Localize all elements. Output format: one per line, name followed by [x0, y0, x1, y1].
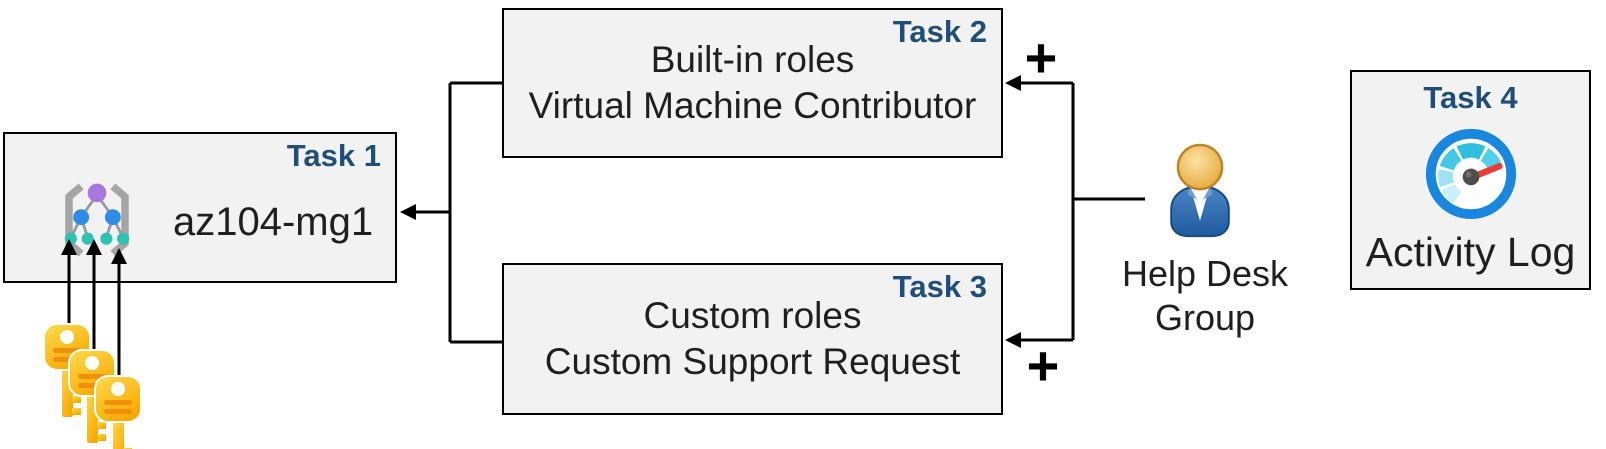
- task2-line2: Virtual Machine Contributor: [528, 85, 977, 126]
- gauge-hub-highlight: [1465, 171, 1471, 178]
- actor-label-line2: Group: [1154, 297, 1256, 338]
- actor-label-line1: Help Desk: [1121, 253, 1289, 294]
- person-head: [1176, 143, 1224, 191]
- gauge-hub: [1462, 168, 1479, 186]
- task3-box: Task 3 Custom roles Custom Support Reque…: [502, 263, 1003, 415]
- task4-box: Task 4 Activity Log: [1350, 70, 1591, 290]
- management-group-name: az104-mg1: [173, 200, 374, 244]
- person-lapel-right: [1202, 187, 1213, 200]
- person-lapel-left: [1187, 187, 1198, 200]
- plus-icon-task3: +: [1026, 334, 1060, 397]
- task2-box: Task 2 Built-in roles Virtual Machine Co…: [502, 8, 1003, 158]
- task3-line1: Custom roles: [643, 295, 862, 336]
- arrowhead-roles-to-mg: [400, 204, 416, 220]
- mg-leaf-node: [100, 232, 113, 245]
- task3-label: Task 3: [892, 269, 987, 304]
- mg-child-node: [73, 209, 90, 226]
- task4-label: Task 4: [1423, 80, 1518, 115]
- task3-text: Custom roles Custom Support Request: [504, 265, 1001, 413]
- task2-text: Built-in roles Virtual Machine Contribut…: [504, 10, 1001, 156]
- management-group-icon: [64, 183, 130, 257]
- plus-icon-task2: +: [1024, 26, 1058, 89]
- task1-label: Task 1: [286, 138, 381, 173]
- activity-log-title: Activity Log: [1365, 229, 1576, 275]
- mg-child-node: [104, 209, 121, 226]
- task1-box: Task 1 az104-mg1: [3, 132, 397, 283]
- mg-leaf-node: [64, 232, 77, 245]
- task2-line1: Built-in roles: [650, 39, 855, 80]
- task3-line2: Custom Support Request: [544, 341, 961, 382]
- arrowhead-group-to-custom: [1005, 332, 1021, 348]
- person-collar: [1190, 187, 1210, 221]
- mg-root-node: [87, 183, 107, 203]
- help-desk-group-label: Help Desk Group: [1110, 252, 1300, 340]
- mg-leaf-node: [117, 232, 130, 245]
- mg-leaf-node: [81, 232, 94, 245]
- person-icon: [1170, 143, 1230, 238]
- gauge-icon: [1425, 128, 1516, 220]
- keys-icon: [43, 323, 142, 449]
- task2-label: Task 2: [892, 14, 987, 49]
